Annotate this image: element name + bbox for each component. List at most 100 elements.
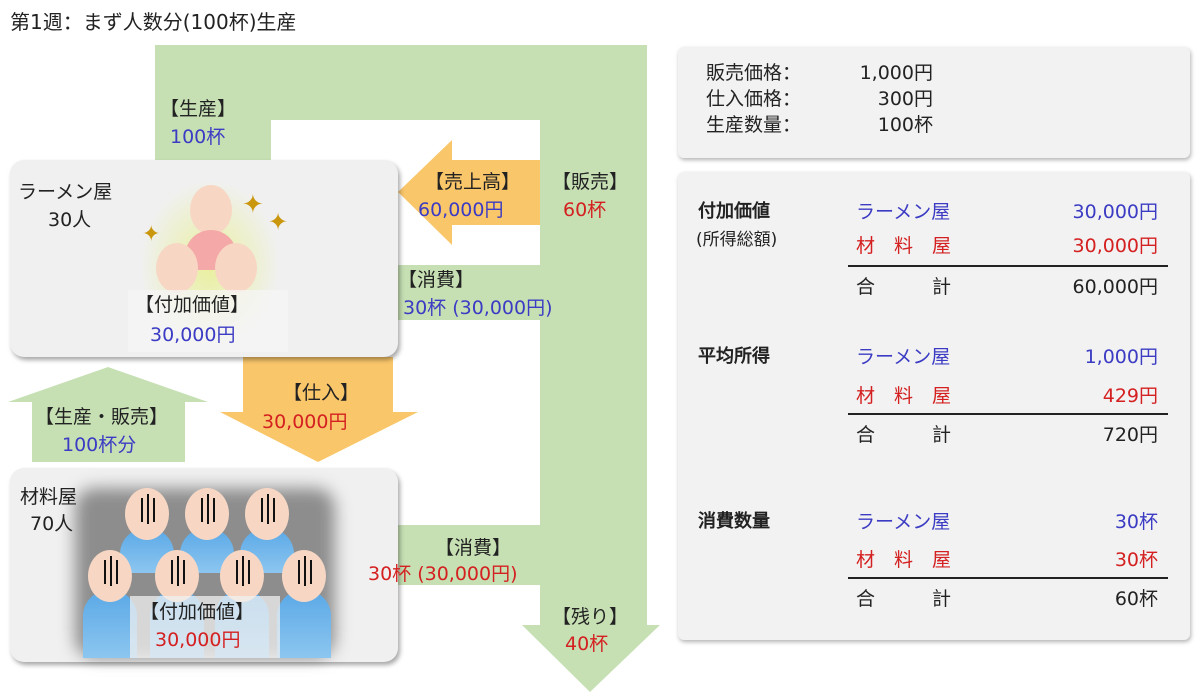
row-value: 30,000円 <box>1072 235 1158 257</box>
row-name: ラーメン屋 <box>856 346 951 368</box>
page-title: 第1週：まず人数分(100杯)生産 <box>10 10 297 34</box>
ramen-consumption-value: 30杯 (30,000円) <box>403 297 553 319</box>
person-icon <box>155 550 199 602</box>
sales-revenue-label: 【売上高】 <box>425 171 521 193</box>
price-value: 300円 <box>877 88 933 110</box>
gloom-line <box>177 556 179 586</box>
price-label: 生産数量： <box>706 114 802 136</box>
row-value: 30,000円 <box>1072 201 1158 223</box>
sparkle-icon: ✦ <box>242 190 264 220</box>
material-supply-label: 【生産・販売】 <box>35 406 169 428</box>
price-label: 仕入価格： <box>706 88 802 110</box>
material-va-label: 【付加価値】 <box>140 601 255 623</box>
remaining-value: 40杯 <box>565 633 609 655</box>
ramen-consumption-label: 【消費】 <box>398 269 475 291</box>
va-label-bg <box>130 596 280 658</box>
gloom-line <box>116 560 118 584</box>
divider <box>848 413 1168 415</box>
total-label: 合 計 <box>856 588 952 610</box>
summary-subtitle: (所得総額) <box>696 230 778 250</box>
gloom-line <box>236 560 238 584</box>
purchase-label: 【仕入】 <box>283 382 360 404</box>
sales-revenue-arrow <box>398 140 540 245</box>
gloom-line <box>273 498 275 522</box>
total-value: 60杯 <box>1114 588 1158 610</box>
sales-revenue-value: 60,000円 <box>418 199 504 221</box>
sparkle-icon: ✦ <box>268 208 289 236</box>
person-icon <box>88 550 132 602</box>
ramen-shop-name: ラーメン屋 <box>18 181 113 203</box>
total-label: 合 計 <box>856 424 952 446</box>
row-name: 材 料 屋 <box>856 235 952 257</box>
material-supply-arrow <box>8 367 208 462</box>
total-value: 720円 <box>1102 424 1158 446</box>
production-label: 【生産】 <box>160 98 237 120</box>
row-value: 30杯 <box>1114 549 1158 571</box>
summary-title: 平均所得 <box>698 346 770 367</box>
person-icon <box>215 243 257 293</box>
gloom-line <box>201 498 203 522</box>
main-green-flow-arrow <box>155 45 660 692</box>
gloom-line <box>310 560 312 584</box>
price-value: 1,000円 <box>859 62 933 84</box>
gloom-line <box>110 556 112 586</box>
gloom-line <box>147 494 149 524</box>
row-value: 30杯 <box>1114 511 1158 533</box>
gloom-line <box>141 498 143 522</box>
material-shop-people: 70人 <box>30 513 74 535</box>
person-icon <box>125 488 169 540</box>
summary-title: 消費数量 <box>698 511 770 532</box>
purchase-value: 30,000円 <box>262 411 348 433</box>
remaining-label: 【残り】 <box>552 606 629 628</box>
row-name: 材 料 屋 <box>856 385 952 407</box>
person-icon <box>185 488 229 540</box>
gloom-line <box>261 498 263 522</box>
gloom-line <box>104 560 106 584</box>
ramen-va-value: 30,000円 <box>150 324 236 346</box>
material-shop-name: 材料屋 <box>20 486 78 508</box>
row-name: 材 料 屋 <box>856 549 952 571</box>
material-consumption-label: 【消費】 <box>435 537 512 559</box>
row-value: 429円 <box>1102 385 1158 407</box>
sales-label: 【販売】 <box>552 171 629 193</box>
summary-panel: 付加価値 (所得総額) ラーメン屋 30,000円 材 料 屋 30,000円 … <box>678 172 1190 640</box>
gloom-line <box>213 498 215 522</box>
person-icon <box>220 550 264 602</box>
material-va-value: 30,000円 <box>155 629 241 651</box>
person-icon <box>190 185 232 235</box>
price-panel: 販売価格： 1,000円 仕入価格： 300円 生産数量： 100杯 <box>678 47 1190 158</box>
person-icon <box>156 243 198 293</box>
gloom-line <box>153 498 155 522</box>
material-consumption-value: 30杯 (30,000円) <box>368 563 518 585</box>
ramen-shop-people: 30人 <box>48 209 92 231</box>
gloom-line <box>248 560 250 584</box>
price-value: 100杯 <box>877 114 933 136</box>
person-icon <box>282 550 326 602</box>
divider <box>848 265 1168 267</box>
row-value: 1,000円 <box>1084 346 1158 368</box>
material-supply-value: 100杯分 <box>62 434 137 456</box>
gloom-line <box>267 494 269 524</box>
purchase-arrow <box>220 357 418 462</box>
sparkle-icon: ✦ <box>142 222 161 247</box>
gloom-line <box>298 560 300 584</box>
gloom-line <box>183 560 185 584</box>
divider <box>848 577 1168 579</box>
va-label-bg <box>128 290 288 352</box>
ramen-va-label: 【付加価値】 <box>135 294 250 316</box>
gloom-line <box>171 560 173 584</box>
row-name: ラーメン屋 <box>856 201 951 223</box>
production-value: 100杯 <box>170 126 226 148</box>
ramen-shop-box: ラーメン屋 30人 ✦ ✦ ✦ 【付加価値】 30,000円 <box>10 160 398 357</box>
total-value: 60,000円 <box>1072 276 1158 298</box>
gloom-line <box>304 556 306 586</box>
total-label: 合 計 <box>856 276 952 298</box>
gloom-line <box>207 494 209 524</box>
summary-title: 付加価値 <box>698 201 770 222</box>
sales-value: 60杯 <box>563 199 607 221</box>
price-label: 販売価格： <box>706 62 802 84</box>
person-icon <box>245 488 289 540</box>
row-name: ラーメン屋 <box>856 511 951 533</box>
gloom-line <box>242 556 244 586</box>
material-shop-box: 材料屋 70人 【付加価値】 30,000円 <box>10 468 398 662</box>
